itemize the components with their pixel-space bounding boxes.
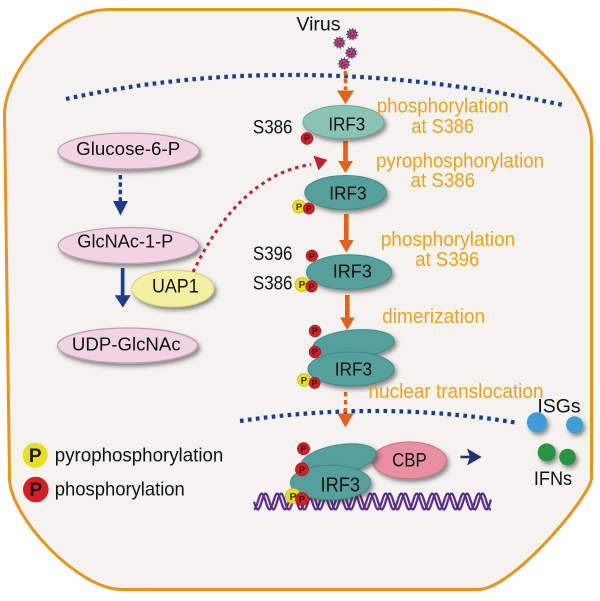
svg-text:at S386: at S386 [411, 170, 476, 192]
svg-text:GlcNAc-1-P: GlcNAc-1-P [77, 230, 173, 251]
svg-text:P: P [306, 204, 312, 214]
svg-text:at S386: at S386 [411, 116, 474, 138]
svg-text:pyrophosphorylation: pyrophosphorylation [376, 151, 544, 173]
svg-text:phosphorylation: phosphorylation [381, 229, 516, 251]
svg-text:P: P [299, 465, 306, 476]
svg-text:P: P [299, 494, 306, 505]
svg-text:at S396: at S396 [415, 249, 479, 271]
svg-text:S386: S386 [253, 274, 293, 295]
svg-text:P: P [312, 326, 318, 336]
svg-text:P: P [301, 375, 308, 386]
svg-text:IRF3: IRF3 [329, 182, 366, 203]
svg-text:IFNs: IFNs [534, 469, 572, 490]
svg-text:UAP1: UAP1 [152, 277, 199, 298]
svg-text:IRF3: IRF3 [335, 359, 372, 380]
svg-text:S396: S396 [253, 244, 293, 265]
svg-text:S386: S386 [253, 118, 293, 139]
svg-text:P: P [299, 280, 306, 291]
svg-text:P: P [309, 281, 315, 291]
svg-text:P: P [309, 251, 315, 261]
svg-text:nuclear translocation: nuclear translocation [369, 381, 544, 403]
svg-text:P: P [29, 480, 42, 501]
svg-text:P: P [289, 491, 296, 503]
svg-text:phosphorylation: phosphorylation [55, 479, 185, 501]
svg-text:Virus: Virus [296, 14, 340, 35]
svg-text:Glucose-6-P: Glucose-6-P [76, 138, 180, 159]
svg-text:phosphorylation: phosphorylation [377, 96, 509, 118]
svg-text:ISGs: ISGs [537, 397, 580, 418]
svg-text:P: P [312, 378, 318, 388]
svg-text:P: P [312, 347, 318, 357]
svg-text:dimerization: dimerization [382, 306, 485, 328]
svg-text:IRF3: IRF3 [321, 475, 361, 497]
svg-text:P: P [296, 202, 303, 213]
svg-text:UDP-GlcNAc: UDP-GlcNAc [72, 334, 181, 355]
svg-text:pyrophosphorylation: pyrophosphorylation [55, 445, 224, 467]
svg-text:P: P [300, 444, 306, 454]
svg-text:IRF3: IRF3 [328, 114, 365, 135]
svg-text:CBP: CBP [392, 450, 427, 471]
svg-text:IRF3: IRF3 [333, 260, 372, 281]
svg-text:P: P [29, 446, 42, 467]
svg-text:P: P [304, 134, 310, 144]
